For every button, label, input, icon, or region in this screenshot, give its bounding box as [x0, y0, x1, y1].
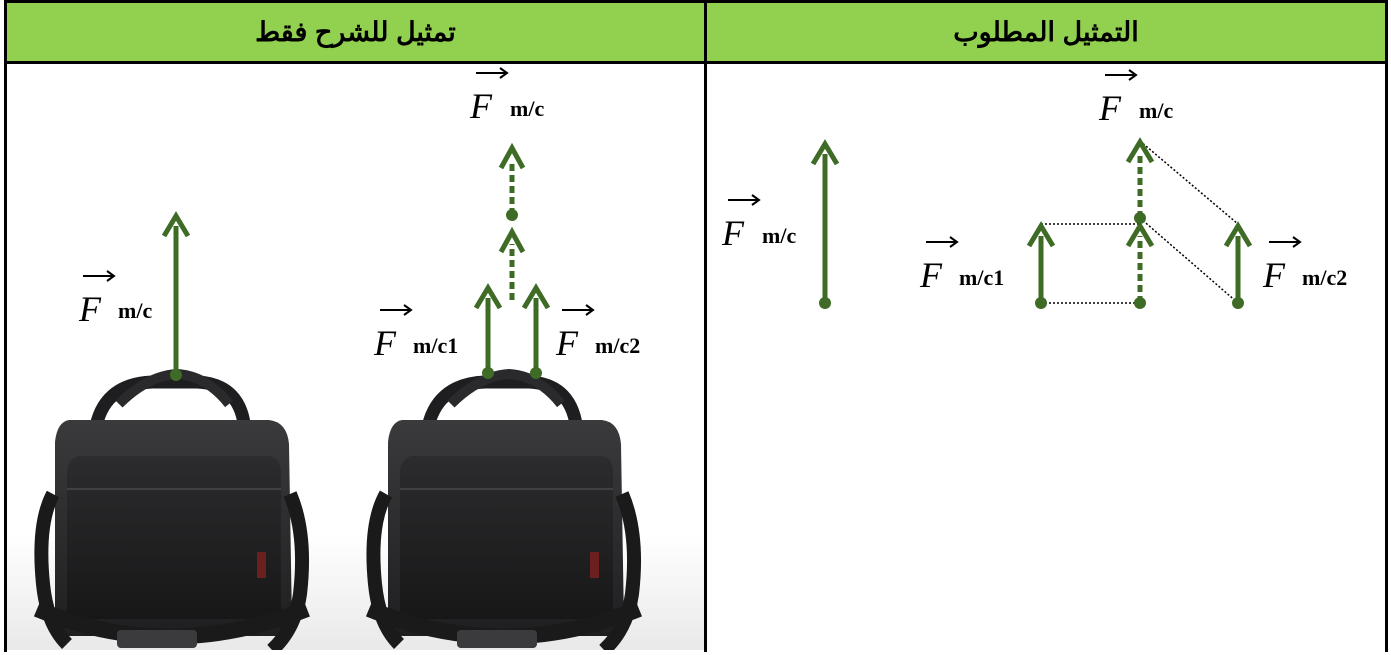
label-f-mc1: F m/c1	[919, 236, 1004, 295]
bag-tag	[590, 552, 599, 578]
label-f: F	[919, 255, 943, 295]
header-explanation-only: تمثيل للشرح فقط	[7, 3, 704, 61]
label-sub-mc1: m/c1	[413, 333, 458, 358]
strap-pad	[457, 630, 537, 648]
vector-f-mc-resultant-dashed	[1125, 137, 1155, 309]
label-f: F	[1262, 255, 1286, 295]
explanation-panel: F m/c	[7, 64, 704, 655]
label-sub-mc: m/c	[1139, 98, 1173, 123]
label-f-mc-top: F m/c	[1098, 69, 1173, 128]
label-sub-mc: m/c	[510, 96, 544, 121]
header-required-text: التمثيل المطلوب	[953, 16, 1139, 47]
label-f: F	[1098, 88, 1122, 128]
table-border-left	[4, 0, 7, 652]
vector-f-mc2-component	[1223, 221, 1253, 309]
label-f-mc-single: F m/c	[721, 194, 796, 253]
label-sub-mc1: m/c1	[959, 265, 1004, 290]
vector-f-mc-single	[161, 211, 191, 381]
bag-tag	[257, 552, 266, 578]
label-f: F	[373, 323, 397, 363]
label-sub-mc: m/c	[118, 298, 152, 323]
bag-single-handle	[33, 368, 310, 655]
required-representation-panel: F m/c	[707, 64, 1385, 650]
label-f-mc2: F m/c2	[1262, 236, 1347, 295]
label-f: F	[78, 289, 102, 329]
vector-f-mc1-component	[473, 283, 503, 379]
vector-f-mc-resultant-dashed	[498, 142, 526, 300]
table-border-top	[4, 0, 1388, 3]
strap-pad	[117, 630, 197, 648]
header-required-representation: التمثيل المطلوب	[707, 3, 1385, 61]
label-sub-mc2: m/c2	[595, 333, 640, 358]
explanation-diagram: F m/c	[7, 67, 704, 655]
label-sub-mc2: m/c2	[1302, 265, 1347, 290]
label-f-mc2: F m/c2	[555, 304, 640, 363]
header-explanation-text: تمثيل للشرح فقط	[255, 16, 456, 47]
label-f: F	[469, 86, 493, 126]
table-divider-horizontal	[4, 61, 1388, 64]
vector-f-mc2-component	[521, 283, 551, 379]
table-border-right	[1385, 0, 1388, 652]
label-f: F	[721, 213, 745, 253]
required-diagram: F m/c	[721, 69, 1347, 309]
label-f-mc1: F m/c1	[373, 304, 458, 363]
label-f-mc-top: F m/c	[469, 67, 544, 126]
label-sub-mc: m/c	[762, 223, 796, 248]
table-divider-vertical	[704, 0, 707, 652]
bag-double-handle	[365, 368, 642, 655]
label-f: F	[555, 323, 579, 363]
label-f-mc-single: F m/c	[78, 270, 152, 329]
construction-lines	[1041, 140, 1239, 304]
vector-f-mc-single	[810, 139, 840, 309]
vector-f-mc1-component	[1026, 221, 1056, 309]
